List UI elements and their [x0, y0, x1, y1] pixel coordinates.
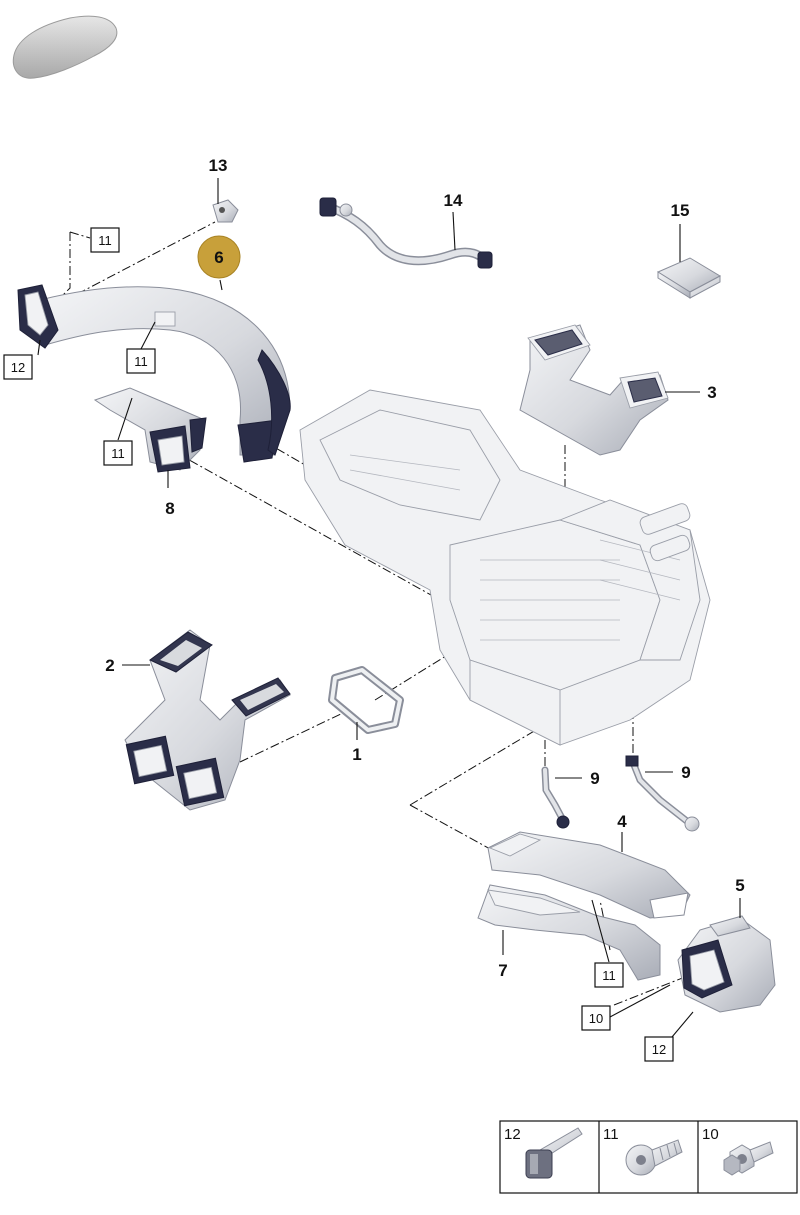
air-outlet-part-3	[519, 324, 669, 456]
outlet-housing-part-5	[677, 915, 776, 1013]
svg-text:12: 12	[504, 1126, 521, 1143]
fastener-legend: 12 11 10	[499, 1120, 798, 1194]
boxed-label-11-lower: 11	[594, 962, 624, 988]
callout-7: 7	[498, 961, 507, 980]
callout-1: 1	[352, 745, 361, 764]
callout-13: 13	[209, 156, 228, 175]
svg-text:11: 11	[603, 1126, 619, 1143]
svg-text:10: 10	[589, 1011, 603, 1026]
boxed-label-10-lower: 10	[581, 1005, 611, 1031]
boxed-label-11-duct: 11	[126, 348, 156, 374]
hose-part-14	[319, 197, 493, 269]
air-duct-part-6	[17, 284, 291, 463]
boxed-label-12-left: 12	[3, 354, 33, 380]
svg-text:11: 11	[134, 354, 148, 369]
callout-4: 4	[617, 812, 627, 831]
svg-text:11: 11	[98, 233, 112, 248]
hex-bolt-icon	[723, 1141, 774, 1176]
gasket-part-1	[328, 666, 404, 734]
duct-part-8	[93, 387, 207, 473]
svg-text:10: 10	[702, 1126, 719, 1143]
callout-9-left: 9	[590, 769, 599, 788]
clip-nut-icon	[525, 1127, 583, 1179]
clip-part-13	[212, 199, 239, 223]
callout-6: 6	[214, 248, 223, 267]
boxed-label-11-bracket: 11	[103, 440, 133, 466]
pipe-part-9-right	[625, 755, 700, 832]
control-module-part-15	[656, 257, 722, 299]
duct-part-7	[477, 884, 661, 981]
vehicle-silhouette-icon	[12, 15, 118, 79]
pipe-part-9-left	[541, 766, 570, 829]
callout-9-right: 9	[681, 763, 690, 782]
svg-text:11: 11	[602, 968, 616, 983]
legend-item-12: 12	[504, 1126, 583, 1179]
svg-text:12: 12	[652, 1042, 666, 1057]
screw-icon	[625, 1139, 683, 1176]
boxed-label-11-top: 11	[90, 227, 120, 253]
callout-8: 8	[165, 499, 174, 518]
boxed-label-12-lower: 12	[644, 1036, 674, 1062]
callout-5: 5	[735, 876, 744, 895]
callout-3: 3	[707, 383, 716, 402]
hvac-unit	[299, 389, 711, 746]
duct-part-4	[487, 831, 691, 919]
svg-text:12: 12	[11, 360, 25, 375]
legend-item-11: 11	[603, 1126, 683, 1176]
callout-14: 14	[444, 191, 463, 210]
callout-2: 2	[105, 656, 114, 675]
svg-text:11: 11	[111, 446, 125, 461]
callout-15: 15	[671, 201, 690, 220]
legend-item-10: 10	[702, 1126, 774, 1176]
highlight-circle-6	[197, 235, 241, 279]
duct-part-2	[124, 629, 291, 811]
leader-lines	[37, 178, 741, 1038]
